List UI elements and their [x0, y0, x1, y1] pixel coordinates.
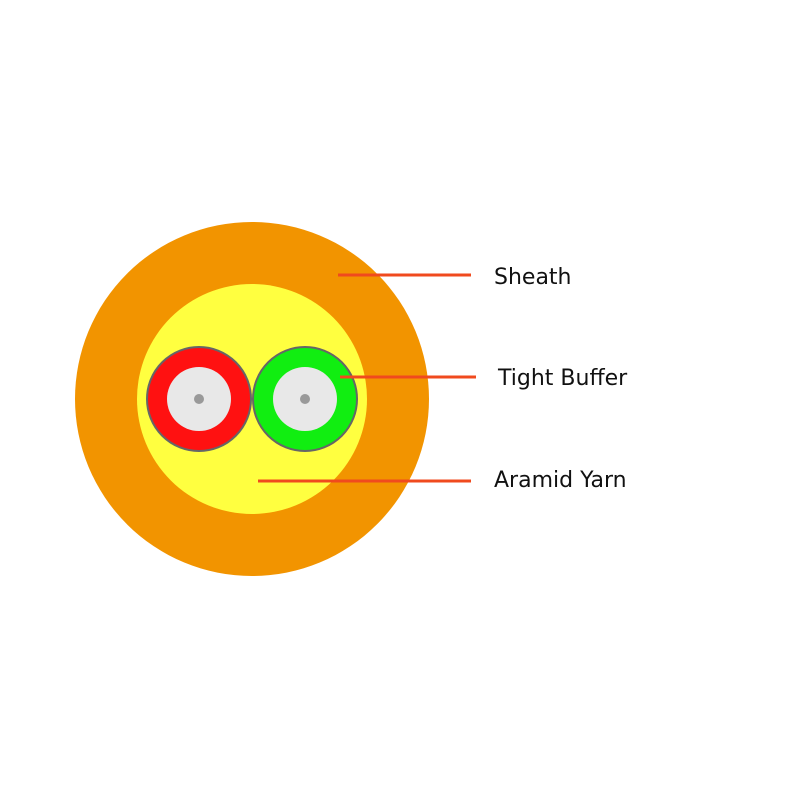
tight-buffer-label: Tight Buffer	[497, 366, 628, 391]
fiber-core-green	[300, 394, 310, 404]
aramid-yarn-label: Aramid Yarn	[494, 468, 627, 493]
fiber-core-red	[194, 394, 204, 404]
sheath-label: Sheath	[494, 265, 572, 290]
